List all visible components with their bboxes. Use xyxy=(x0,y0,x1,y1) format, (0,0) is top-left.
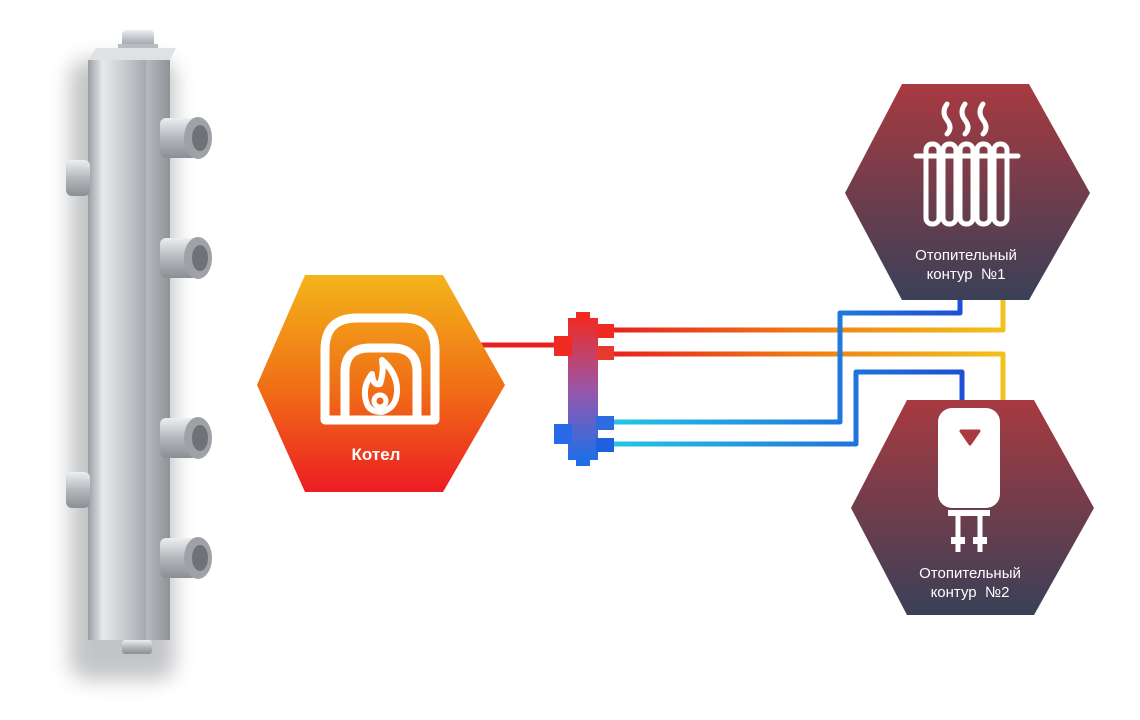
pipe-hot-circuit1 xyxy=(609,293,1006,333)
water-heater-icon xyxy=(938,408,1000,552)
circuit2-node: Отопительный контур №2 xyxy=(851,400,1094,615)
nozzle-left-2 xyxy=(66,472,90,508)
nozzle-right-3 xyxy=(160,417,212,459)
circuit1-label-line2: контур №1 xyxy=(927,266,1006,283)
nozzle-left-1 xyxy=(66,160,90,196)
pipe-return-circuit2 xyxy=(609,369,965,447)
steel-separator-illustration xyxy=(66,30,212,680)
nozzle-right-4 xyxy=(160,537,212,579)
pipe-return-circuit1 xyxy=(609,293,963,425)
boiler-icon xyxy=(320,313,440,425)
circuit2-label-line1: Отопительный xyxy=(919,565,1021,582)
radiator-icon xyxy=(913,101,1021,227)
boiler-label: Котел xyxy=(352,445,401,464)
nozzle-right-2 xyxy=(160,237,212,279)
boiler-node: Котел xyxy=(257,275,505,492)
circuit2-label-line2: контур №2 xyxy=(931,584,1010,601)
pipe-hot-circuit2 xyxy=(609,351,1006,405)
circuit1-node: Отопительный контур №1 xyxy=(845,84,1090,300)
separator-schematic xyxy=(554,312,614,466)
pipes xyxy=(477,293,1006,447)
circuit1-label-line1: Отопительный xyxy=(915,247,1017,264)
nozzle-right-1 xyxy=(160,117,212,159)
